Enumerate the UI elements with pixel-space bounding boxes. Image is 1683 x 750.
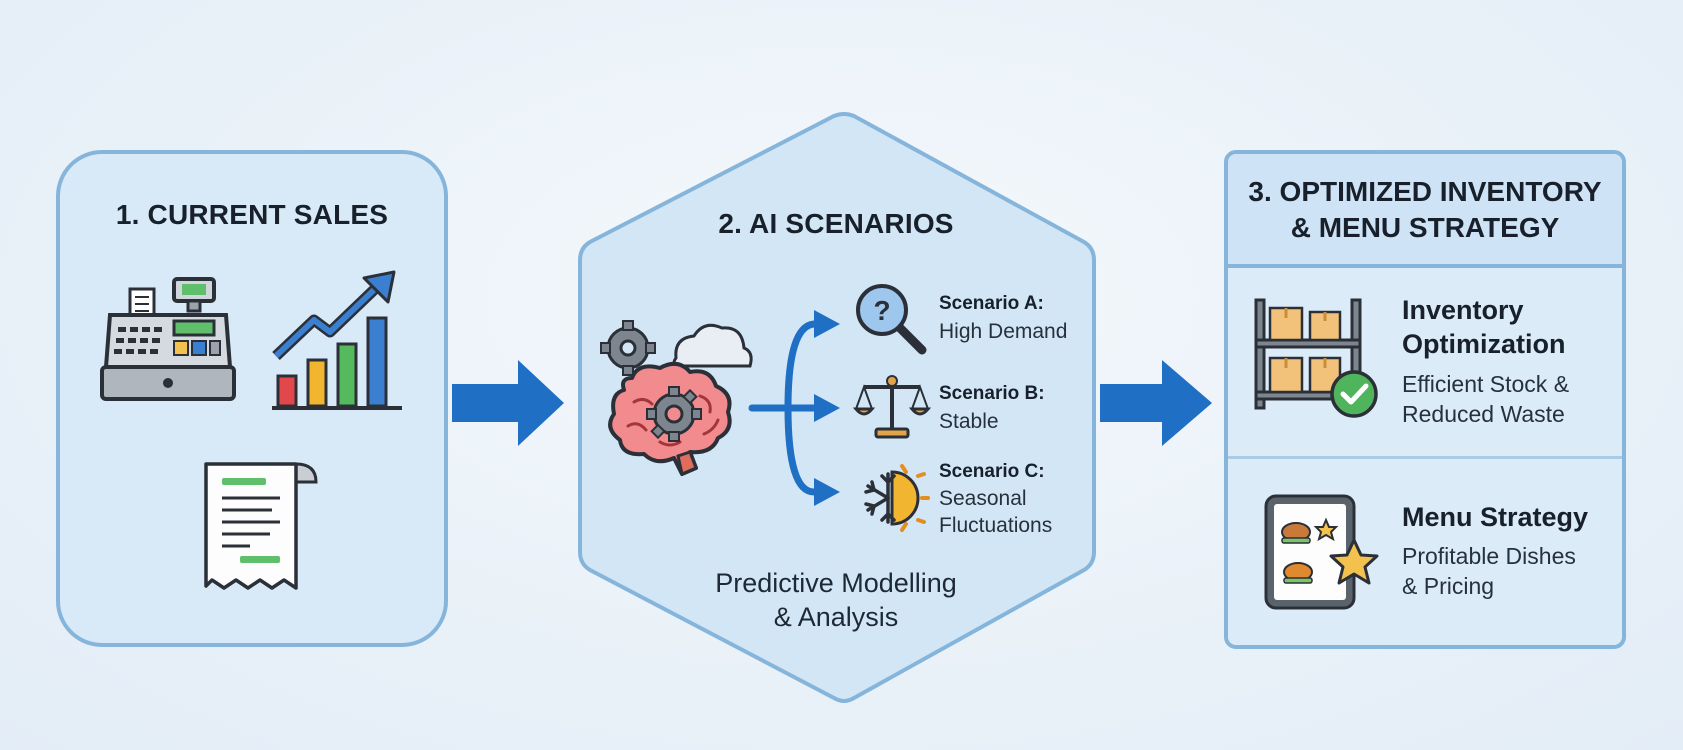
scenario-c-desc-line2: Fluctuations bbox=[939, 514, 1053, 537]
inventory-optimization-desc-line2: Reduced Waste bbox=[1402, 401, 1565, 427]
scenario-b-desc: Stable bbox=[939, 410, 999, 433]
menu-strategy-desc-line2: & Pricing bbox=[1402, 573, 1495, 599]
scenario-c-desc-line1: Seasonal bbox=[939, 487, 1027, 510]
flow-arrow-1-to-2 bbox=[452, 360, 564, 446]
tablet-menu-star-icon bbox=[1264, 494, 1379, 610]
flow-arrow-2-to-3 bbox=[1100, 360, 1212, 446]
cloud-icon bbox=[672, 323, 753, 368]
growth-chart-icon bbox=[272, 270, 402, 410]
ai-scenarios-title: 2. AI SCENARIOS bbox=[718, 208, 954, 239]
scenario-a-title: Scenario A: bbox=[939, 293, 1044, 314]
magnifier-question-icon: ? bbox=[856, 284, 927, 355]
scenario-a-desc: High Demand bbox=[939, 320, 1068, 343]
snow-sun-icon bbox=[864, 464, 930, 532]
inventory-optimization-desc-line1: Efficient Stock & bbox=[1402, 371, 1570, 397]
menu-strategy-desc-line1: Profitable Dishes bbox=[1402, 543, 1576, 569]
optimized-strategy-title-line1: 3. OPTIMIZED INVENTORY bbox=[1248, 176, 1602, 207]
warehouse-shelf-check-icon bbox=[1254, 298, 1378, 418]
optimized-strategy-title-line2: & MENU STRATEGY bbox=[1290, 212, 1560, 243]
predictive-modelling-caption-line1: Predictive Modelling bbox=[715, 568, 957, 598]
inventory-optimization-title-line2: Optimization bbox=[1402, 329, 1566, 359]
optimized-strategy-header bbox=[1228, 154, 1622, 268]
cash-register-icon bbox=[100, 277, 236, 401]
scenario-branch-arrows bbox=[748, 310, 840, 506]
balance-scale-icon bbox=[852, 375, 932, 439]
predictive-modelling-caption-line2: & Analysis bbox=[773, 602, 899, 632]
scenario-c-title: Scenario C: bbox=[939, 461, 1045, 482]
receipt-icon bbox=[204, 462, 318, 590]
inventory-optimization-title-line1: Inventory bbox=[1402, 295, 1524, 325]
current-sales-title: 1. CURRENT SALES bbox=[115, 199, 389, 230]
scenario-b-title: Scenario B: bbox=[939, 383, 1045, 404]
svg-text:?: ? bbox=[873, 295, 890, 326]
brain-gears-icon bbox=[600, 320, 753, 477]
section-divider bbox=[1228, 456, 1622, 459]
menu-strategy-title: Menu Strategy bbox=[1402, 502, 1589, 532]
